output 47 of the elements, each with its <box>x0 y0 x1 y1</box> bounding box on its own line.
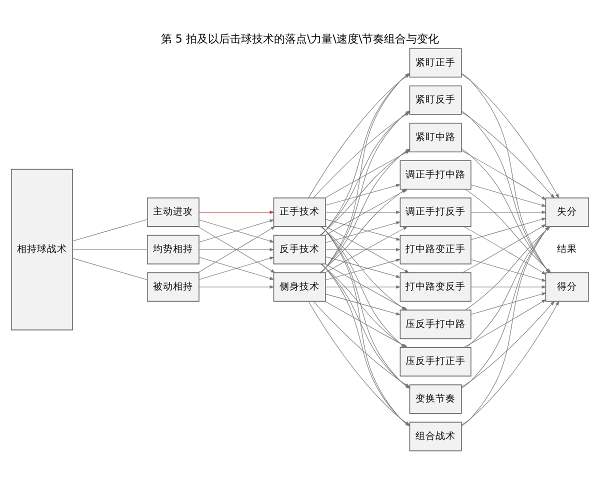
arrow <box>325 210 401 214</box>
arrow <box>198 256 274 280</box>
arrow <box>470 284 546 288</box>
arrow <box>470 210 546 214</box>
node-box: 紧盯中路 <box>409 122 462 152</box>
diagram-title: 第 5 拍及以后击球技术的落点\力量\速度\节奏组合与变化 <box>160 32 440 45</box>
node-box: 均势相持 <box>146 234 200 264</box>
arrow <box>325 248 401 251</box>
node-box: 侧身技术 <box>273 272 326 302</box>
node-box: 反手技术 <box>273 234 326 264</box>
label: 结果 <box>557 244 578 255</box>
arrow <box>461 150 546 200</box>
arrow <box>198 248 274 251</box>
connector <box>72 258 148 280</box>
arrow <box>464 298 546 348</box>
node-box: 打中路变正手 <box>400 234 472 264</box>
arrow <box>461 73 560 198</box>
node-box: 失分 <box>545 197 590 226</box>
node-box: 压反手打中路 <box>400 309 472 339</box>
node-box: 正手技术 <box>273 197 326 226</box>
arrow <box>470 258 546 282</box>
node-box: 压反手打正手 <box>400 346 472 376</box>
arrow <box>470 184 546 206</box>
node-box: 组合战术 <box>409 421 462 451</box>
arrow <box>325 284 401 288</box>
node-box: 调正手打反手 <box>400 197 472 226</box>
node-box: 变换节奏 <box>409 384 462 414</box>
node-box: 主动进攻 <box>146 197 200 226</box>
connector <box>72 218 148 241</box>
arrow <box>470 292 546 314</box>
arrow <box>319 188 406 272</box>
arrow <box>325 184 401 206</box>
arrow <box>461 112 555 198</box>
node-box: 调正手打中路 <box>400 160 472 190</box>
node-box: 相持球战术 <box>10 168 73 330</box>
node-box: 打中路变反手 <box>400 272 472 302</box>
node-box: 得分 <box>545 272 590 302</box>
node-box: 紧盯反手 <box>409 84 462 114</box>
arrow <box>461 300 555 387</box>
node-box: 被动相持 <box>146 272 200 302</box>
arrow <box>198 284 274 288</box>
arrow <box>461 300 560 425</box>
arrow <box>198 210 274 214</box>
node-box: 紧盯正手 <box>409 48 462 77</box>
arrow <box>325 293 401 315</box>
arrow <box>470 217 546 240</box>
connector <box>72 248 148 250</box>
